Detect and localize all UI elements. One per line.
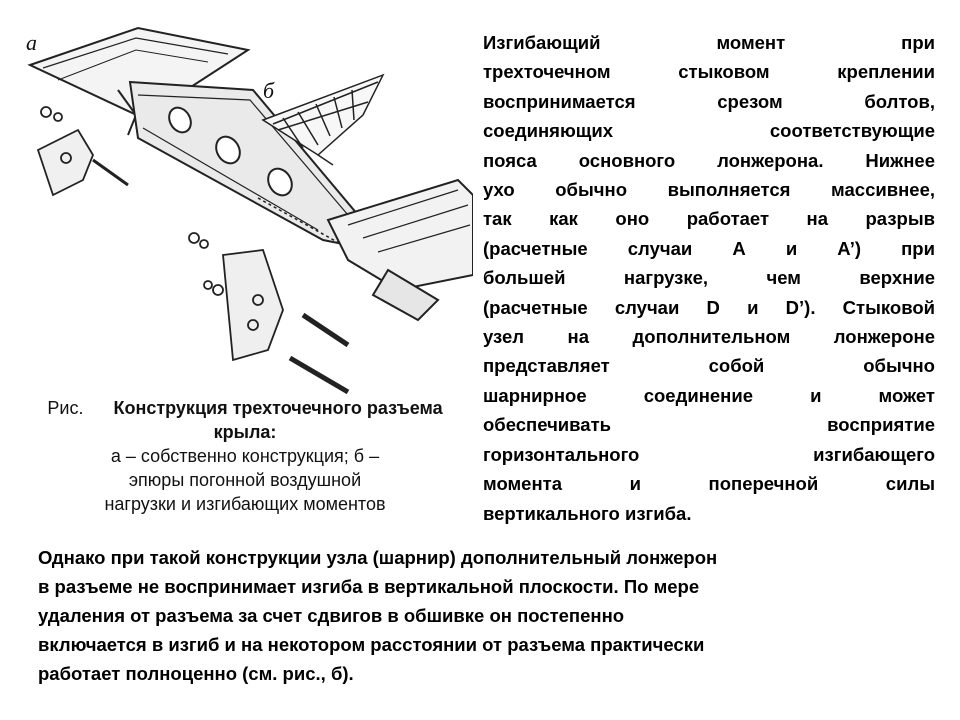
fittings-and-bolts — [36, 106, 350, 395]
right-line: шарнирное соединение и может — [483, 384, 935, 406]
right-line: так как оно работает на разрыв — [483, 208, 935, 230]
right-line: узел на дополнительном лонжероне — [483, 326, 935, 348]
caption-line-5: нагрузки и изгибающих моментов — [104, 494, 386, 514]
center-wing-section — [326, 178, 473, 322]
right-line: большей нагрузке, чем верхние — [483, 267, 935, 289]
right-line: трехточечном стыковом креплении — [483, 61, 935, 83]
right-line: Изгибающий момент при — [483, 32, 935, 53]
right-line: ухо обычно выполняется массивнее, — [483, 179, 935, 201]
main-spar — [128, 80, 360, 249]
right-paragraph: Изгибающий момент при трехточечном стыко… — [483, 28, 935, 528]
bottom-line: удаления от разъема за счет сдвигов в об… — [38, 605, 625, 626]
right-line: соединяющих соответствующие — [483, 120, 935, 142]
right-line: вертикального изгиба. — [483, 502, 692, 524]
figure-label-a: а — [26, 30, 37, 55]
right-line: горизонтального изгибающего — [483, 443, 935, 465]
bottom-paragraph: Однако при такой конструкции узла (шарни… — [38, 543, 938, 688]
right-line: обеспечивать восприятие — [483, 414, 935, 436]
bottom-line: Однако при такой конструкции узла (шарни… — [38, 547, 718, 568]
caption-prefix: Рис. — [47, 398, 84, 418]
caption-line-1: Рис. Конструкция трехточечного разъема к… — [40, 396, 450, 444]
wing-joint-figure: а б — [18, 20, 473, 395]
moment-diagram — [261, 73, 385, 166]
bottom-line: включается в изгиб и на некотором рассто… — [38, 634, 705, 655]
caption-line-3: а – собственно конструкция; б – — [110, 446, 380, 466]
wing-joint-drawing: а б — [26, 26, 473, 395]
figure-caption: Рис. Конструкция трехточечного разъема к… — [40, 396, 450, 516]
right-line: момента и поперечной силы — [483, 473, 935, 495]
caption-title: Конструкция трехточечного разъема крыла: — [113, 398, 443, 442]
caption-line-4: эпюры погонной воздушной — [128, 470, 362, 490]
right-line: (расчетные случаи А и А’) при — [483, 237, 935, 259]
figure-label-b: б — [263, 78, 275, 103]
bottom-line: в разъеме не воспринимает изгиба в верти… — [38, 576, 700, 597]
right-line: пояса основного лонжерона. Нижнее — [483, 149, 935, 171]
bottom-line: работает полноценно (см. рис., б). — [38, 663, 354, 684]
right-line: представляет собой обычно — [483, 355, 935, 377]
right-line: воспринимается срезом болтов, — [483, 90, 935, 112]
right-line: (расчетные случаи D и D’). Стыковой — [483, 296, 935, 318]
